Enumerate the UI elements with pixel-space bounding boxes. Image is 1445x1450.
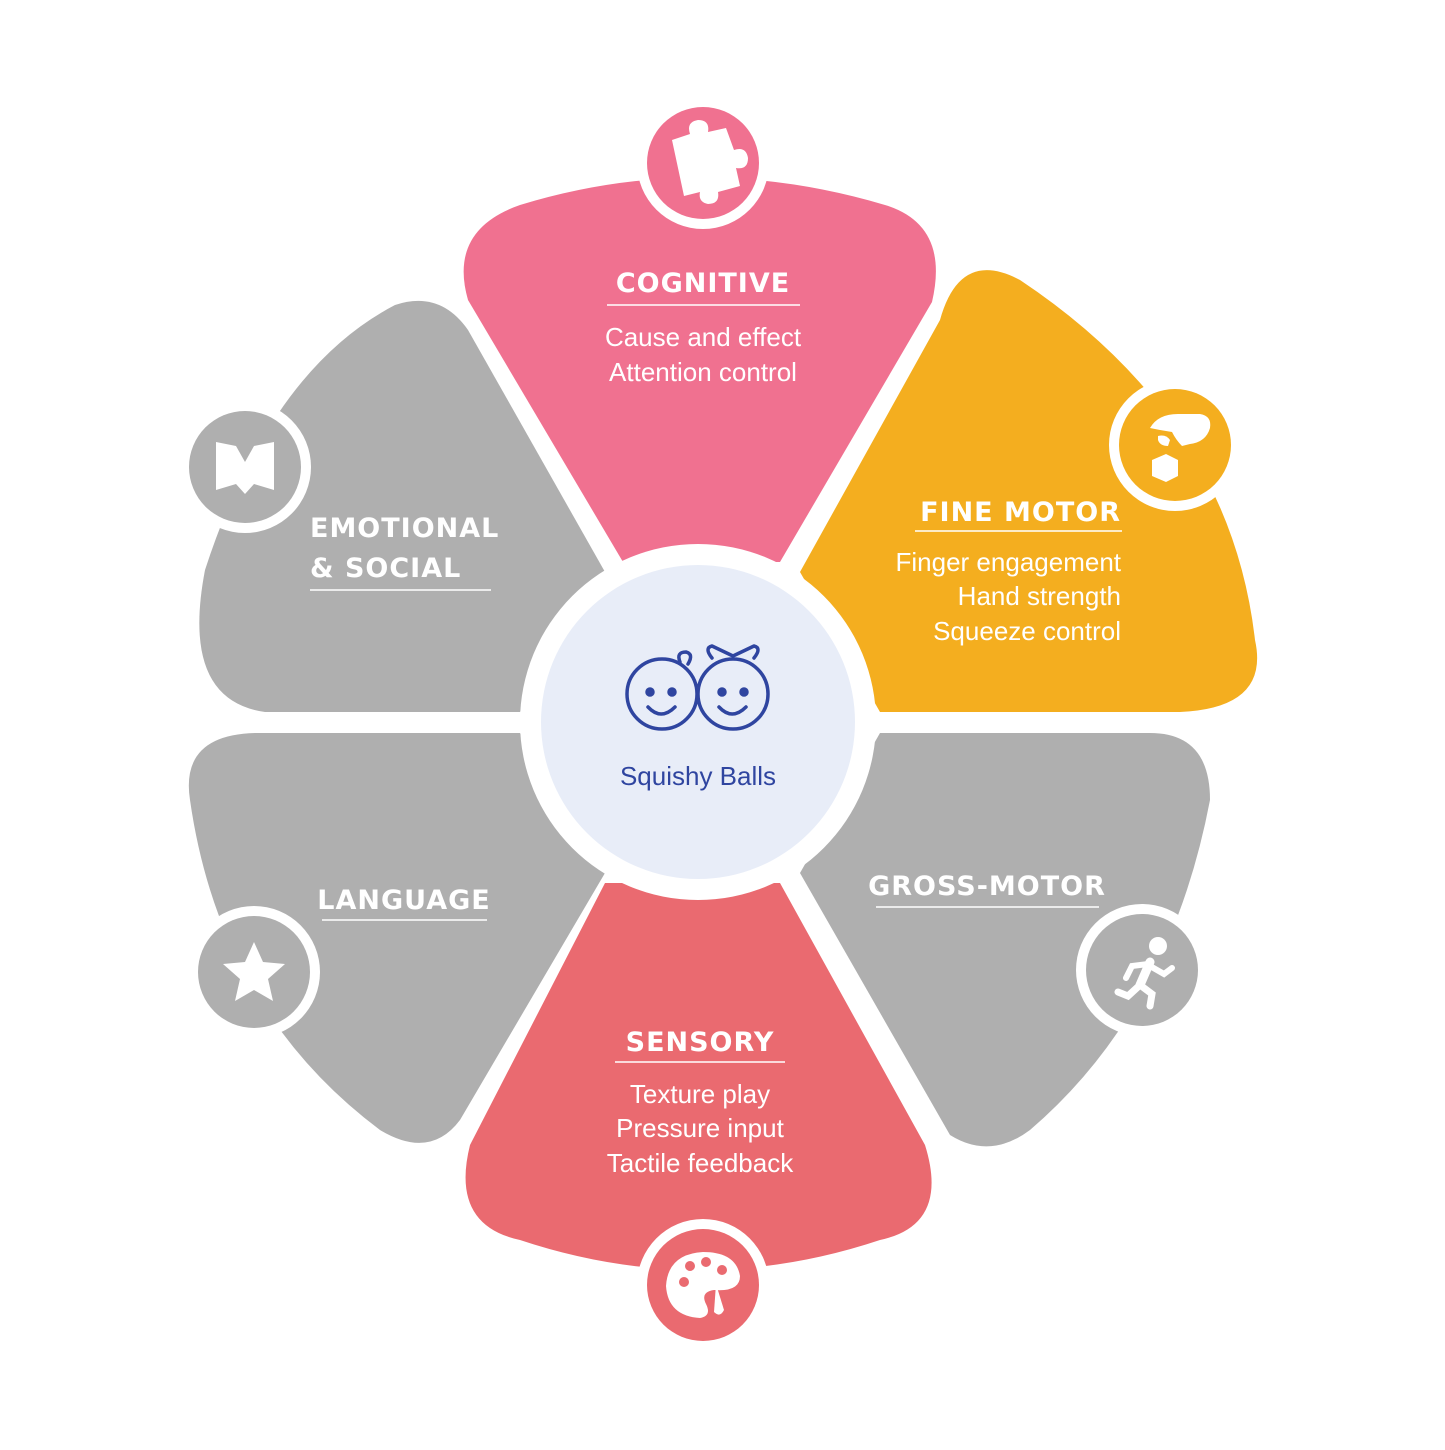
petal-fine-motor [800, 270, 1258, 712]
emotional-social-badge [179, 401, 311, 533]
emotional-social-title: EMOTIONAL [310, 513, 499, 544]
puzzle-piece-icon [672, 120, 748, 204]
fine-motor-badge [1109, 379, 1241, 511]
hand-picking-block-icon [1150, 414, 1211, 482]
cognitive-badge [637, 97, 769, 229]
sensory-title: SENSORY [626, 1027, 775, 1058]
fine-motor-line: Squeeze control [933, 616, 1121, 646]
language-title: LANGUAGE [317, 885, 490, 916]
sensory-text: SENSORY Texture play Pressure input Tact… [607, 1027, 794, 1178]
star-icon [223, 942, 285, 1001]
language-badge [188, 906, 320, 1038]
cognitive-title: COGNITIVE [616, 268, 790, 299]
cognitive-line: Cause and effect [605, 322, 802, 352]
fine-motor-line: Hand strength [958, 581, 1121, 611]
fine-motor-text: FINE MOTOR Finger engagement Hand streng… [896, 497, 1122, 646]
center-disc [541, 565, 855, 879]
cognitive-line: Attention control [609, 357, 797, 387]
running-person-icon [1114, 937, 1175, 1010]
paint-palette-icon [666, 1252, 740, 1318]
petal-sensory [465, 883, 932, 1270]
gross-motor-badge [1076, 904, 1208, 1036]
sensory-line: Tactile feedback [607, 1148, 794, 1178]
center-label: Squishy Balls [620, 761, 776, 791]
sensory-line: Pressure input [616, 1113, 784, 1143]
petal-cognitive [463, 177, 936, 562]
petal-language [188, 733, 605, 1143]
emotional-social-text: EMOTIONAL & SOCIAL [310, 513, 499, 591]
open-book-icon [216, 442, 274, 494]
gross-motor-text: GROSS-MOTOR [868, 871, 1106, 908]
petal-emotional-social [199, 300, 605, 712]
language-text: LANGUAGE [317, 885, 490, 921]
fine-motor-title: FINE MOTOR [920, 497, 1121, 528]
petal-gross-motor [800, 733, 1210, 1147]
sensory-badge [637, 1219, 769, 1351]
sensory-line: Texture play [630, 1079, 770, 1109]
kids-faces-icon [625, 644, 770, 731]
gross-motor-title: GROSS-MOTOR [868, 871, 1106, 902]
cognitive-text: COGNITIVE Cause and effect Attention con… [605, 268, 802, 387]
emotional-social-title-line2: & SOCIAL [310, 553, 461, 584]
fine-motor-line: Finger engagement [896, 547, 1122, 577]
